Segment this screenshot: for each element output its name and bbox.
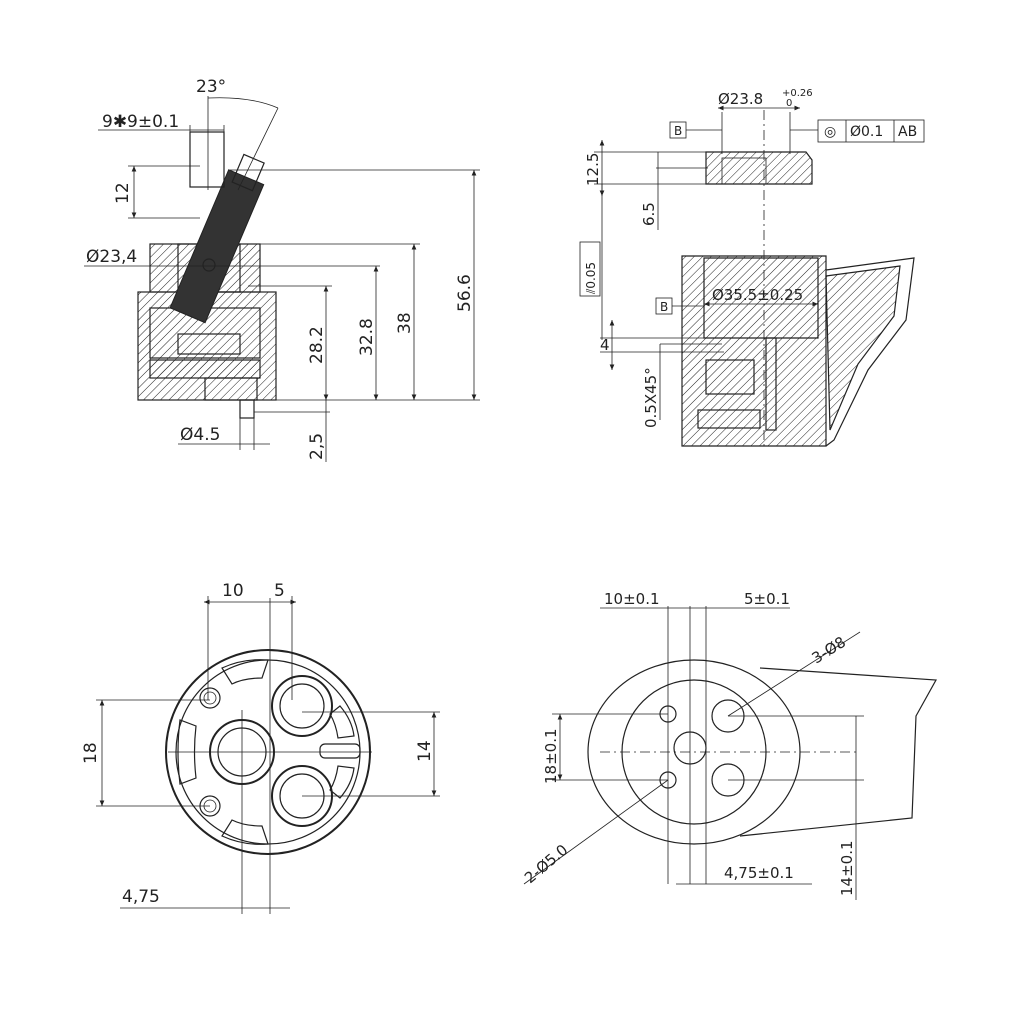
flatness-frame: [579, 241, 601, 297]
chamfer-label: 0.5X45°: [642, 367, 660, 428]
section-view: Ø23.8 +0.26 0 B ◎ Ø0.1 AB 12.5 6.5 ⫽0.05…: [579, 88, 925, 450]
height-18-label: 18: [81, 742, 101, 764]
height-6-5-label: 6.5: [640, 202, 658, 226]
svg-text:B: B: [660, 300, 668, 314]
pin-height-label: 2,5: [307, 433, 327, 460]
height-38-label: 38: [395, 312, 415, 334]
bore-dia-label: Ø35.5±0.25: [712, 286, 803, 304]
feature-control-frame: [817, 119, 925, 143]
tolerance-lower: 0: [786, 98, 792, 109]
width-5-label: 5±0.1: [744, 590, 790, 608]
side-view: 23° 9✱9±0.1 12 Ø23,4 28.2 32.8 38 56.6 Ø…: [84, 77, 480, 462]
height-total-label: 56.6: [455, 274, 475, 312]
offset-4-75-label: 4,75: [122, 887, 160, 907]
height-18-label: 18±0.1: [542, 728, 560, 784]
width-10-label: 10±0.1: [604, 590, 660, 608]
svg-text:Ø0.1: Ø0.1: [850, 124, 883, 140]
height-28-label: 28.2: [307, 326, 327, 364]
offset-4-75-label: 4,75±0.1: [724, 864, 794, 882]
bottom-pin: [239, 399, 255, 419]
height-14-label: 14: [415, 740, 435, 762]
width-10-label: 10: [222, 581, 244, 601]
svg-text:B: B: [674, 124, 682, 138]
top-dia-label: Ø23,4: [86, 247, 137, 267]
holes-5-label: 2-Ø5.0: [521, 841, 571, 887]
seat-view: 10±0.1 5±0.1 3-Ø8 18±0.1 2-Ø5.0 4,75±0.1…: [521, 590, 937, 900]
lever-stem: [169, 153, 265, 324]
height-32-label: 32.8: [357, 318, 377, 356]
top-dia-label: Ø23.8: [718, 90, 763, 108]
tolerance-upper: +0.26: [782, 88, 813, 99]
holes-8-label: 3-Ø8: [809, 633, 849, 668]
stem-size-label: 9✱9±0.1: [102, 112, 179, 132]
height-12-5-label: 12.5: [584, 153, 602, 186]
height-4-label: 4: [600, 336, 610, 354]
height-14-label: 14±0.1: [838, 840, 856, 896]
concentricity-icon: ◎: [824, 124, 836, 140]
bottom-view: 10 5 18 14 4,75: [81, 581, 440, 914]
stem-height-label: 12: [113, 182, 133, 204]
pin-dia-label: Ø4.5: [180, 425, 220, 445]
svg-text:AB: AB: [898, 124, 917, 140]
flatness-label: ⫽0.05: [584, 262, 598, 295]
width-5-label: 5: [274, 581, 285, 601]
angle-label: 23°: [196, 77, 226, 97]
